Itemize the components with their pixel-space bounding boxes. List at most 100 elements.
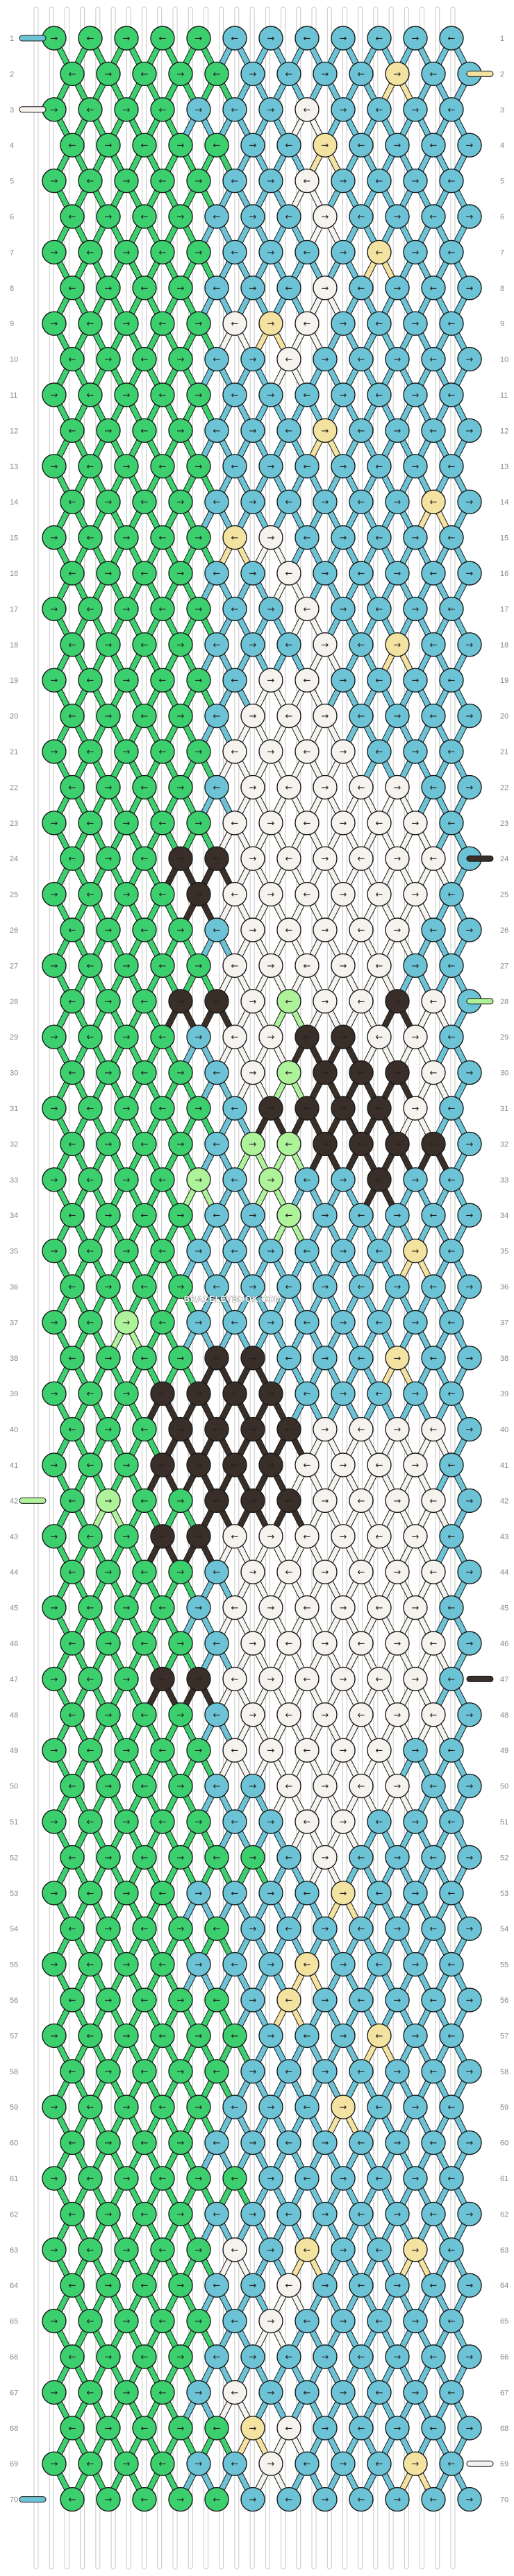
knot-arrow-icon: → <box>394 498 401 508</box>
knot-blue <box>313 1203 338 1228</box>
knot-arrow-icon: ← <box>358 1639 365 1650</box>
knot-arrow-icon: → <box>322 2423 329 2434</box>
knot-arrow-icon: ← <box>141 141 149 151</box>
knot-blue <box>403 239 428 265</box>
knot-arrow-icon: → <box>249 711 257 722</box>
knot-green <box>96 1131 121 1157</box>
knot-white <box>385 917 410 942</box>
knot-arrow-icon: ← <box>159 1960 167 1970</box>
knot-green <box>150 953 175 978</box>
knot-white <box>367 1024 392 1049</box>
knot-blue <box>222 1167 247 1192</box>
knot-blue <box>222 26 247 51</box>
row-label-left: 12 <box>10 427 18 435</box>
knot-blue <box>385 561 410 586</box>
row-label-right: 44 <box>500 1568 508 1577</box>
knot-arrow-icon: → <box>51 1746 58 1756</box>
knot-green <box>96 346 121 372</box>
knot-arrow-icon: ← <box>448 176 456 187</box>
knot-arrow-icon: ← <box>69 2281 76 2291</box>
knot-arrow-icon: → <box>51 604 58 615</box>
row-label-right: 53 <box>500 1890 508 1898</box>
knot-arrow-icon: → <box>412 34 420 44</box>
knot-arrow-icon: ← <box>304 461 311 472</box>
knot-arrow-icon: ← <box>304 1033 311 1043</box>
knot-dark <box>349 1060 374 1085</box>
knot-blue <box>421 1845 446 1870</box>
knot-blue <box>331 525 356 550</box>
knot-white <box>421 989 446 1014</box>
knot-arrow-icon: ← <box>213 2067 221 2077</box>
knot-green <box>186 739 211 764</box>
knot-arrow-icon: → <box>105 2495 113 2505</box>
knot-arrow-icon: → <box>340 1960 347 1970</box>
knot-arrow-icon: → <box>105 1781 113 1792</box>
knot-green <box>150 2094 175 2119</box>
knot-arrow-icon: → <box>267 1746 275 1756</box>
knot-arrow-icon: ← <box>376 818 383 829</box>
knot-arrow-icon: → <box>412 1318 420 1328</box>
knot-blue <box>313 61 338 87</box>
knot-green <box>42 1096 67 1121</box>
knot-arrow-icon: → <box>51 2174 58 2185</box>
knot-green <box>168 1773 193 1799</box>
knot-blue <box>439 1096 464 1121</box>
knot-arrow-icon: ← <box>231 1033 239 1043</box>
knot-arrow-icon: → <box>412 2245 420 2255</box>
knot-arrow-icon: ← <box>358 783 365 793</box>
knot-arrow-icon: → <box>322 1068 329 1078</box>
knot-white <box>349 1631 374 1656</box>
knot-white <box>349 917 374 942</box>
knot-blue <box>439 1381 464 1406</box>
knot-arrow-icon: → <box>267 1318 275 1328</box>
knot-arrow-icon: → <box>51 1960 58 1970</box>
knot-arrow-icon: → <box>412 2031 420 2042</box>
knot-arrow-icon: ← <box>141 2210 149 2220</box>
knot-green <box>150 168 175 194</box>
knot-arrow-icon: ← <box>376 2459 383 2470</box>
knot-arrow-icon: → <box>51 1033 58 1043</box>
knot-arrow-icon: → <box>412 1246 420 1257</box>
knot-arrow-icon: ← <box>87 2459 94 2470</box>
knot-green <box>96 1773 121 1799</box>
knot-arrow-icon: → <box>249 141 257 151</box>
knot-arrow-icon: ← <box>358 2138 365 2149</box>
knot-arrow-icon: → <box>322 711 329 722</box>
knot-arrow-icon: → <box>177 426 185 437</box>
knot-blue <box>204 2344 229 2369</box>
knot-blue <box>240 2201 265 2227</box>
knot-blue <box>258 168 283 194</box>
knot-arrow-icon: → <box>466 2495 474 2505</box>
knot-blue <box>421 632 446 657</box>
knot-arrow-icon: → <box>267 747 275 758</box>
knot-white <box>222 881 247 907</box>
knot-arrow-icon: → <box>51 533 58 543</box>
knot-arrow-icon: → <box>177 1853 185 1863</box>
knot-arrow-icon: ← <box>141 1496 149 1507</box>
knot-blue <box>403 2023 428 2049</box>
knot-blue <box>457 2344 482 2369</box>
knot-white <box>258 1024 283 1049</box>
knot-blue <box>367 668 392 693</box>
knot-white <box>295 1524 320 1549</box>
knot-white <box>367 1595 392 1620</box>
knot-green <box>132 846 157 871</box>
knot-blue <box>349 489 374 514</box>
knot-arrow-icon: → <box>394 569 401 579</box>
knot-arrow-icon: → <box>195 1817 203 1828</box>
knot-white <box>258 2451 283 2476</box>
knot-arrow-icon: ← <box>304 1888 311 1899</box>
row-label-right: 55 <box>500 1961 508 1969</box>
knot-blue <box>276 1916 301 1941</box>
knot-green <box>42 239 67 265</box>
knot-blue <box>457 1346 482 1371</box>
knot-white <box>276 561 301 586</box>
knot-green <box>114 1595 139 1620</box>
knot-green <box>132 1203 157 1228</box>
knot-blue <box>313 2273 338 2298</box>
knot-blue <box>276 1274 301 1299</box>
knot-arrow-icon: ← <box>376 2103 383 2113</box>
knot-arrow-icon: ← <box>141 2353 149 2363</box>
knot-arrow-icon: ← <box>448 2174 456 2185</box>
knot-white <box>331 1809 356 1834</box>
